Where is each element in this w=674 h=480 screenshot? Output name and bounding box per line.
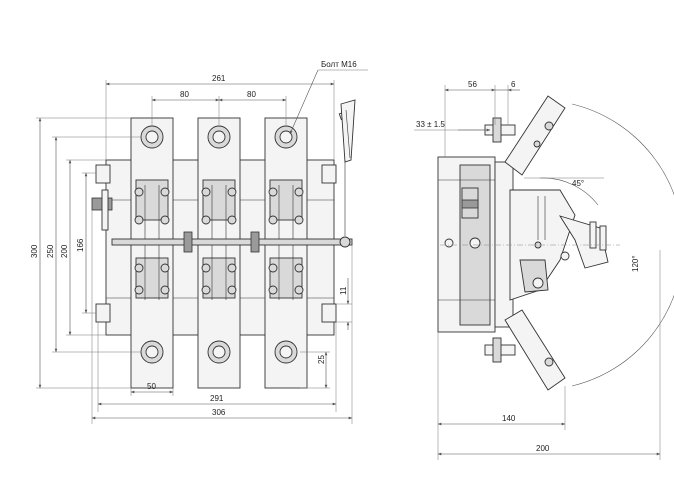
dim-25: 25 bbox=[317, 355, 326, 364]
dim-140: 140 bbox=[502, 414, 516, 423]
arc-120 bbox=[571, 103, 674, 387]
dim-261: 261 bbox=[212, 74, 226, 83]
dim-11: 11 bbox=[339, 286, 348, 295]
pole-bar-left bbox=[130, 117, 174, 389]
dim-200-side: 200 bbox=[536, 444, 550, 453]
dim-50: 50 bbox=[147, 382, 156, 391]
upper-arm bbox=[484, 95, 566, 176]
dim-6: 6 bbox=[511, 80, 516, 89]
lower-arm bbox=[484, 309, 566, 391]
dim-166: 166 bbox=[76, 238, 85, 252]
dim-80-right: 80 bbox=[247, 90, 256, 99]
angle-120: 120° bbox=[631, 255, 640, 272]
pole-bar-right bbox=[264, 117, 308, 389]
dim-200: 200 bbox=[60, 244, 69, 258]
dim-33: 33 ± 1.5 bbox=[416, 120, 445, 129]
dim-56: 56 bbox=[468, 80, 477, 89]
side-brackets bbox=[91, 164, 351, 323]
dim-80-left: 80 bbox=[180, 90, 189, 99]
front-view: 261 80 80 Болт М16 300 250 bbox=[30, 60, 368, 424]
dim-300: 300 bbox=[30, 244, 39, 258]
angle-45: 45° bbox=[572, 179, 584, 188]
side-view: 45° 120° 56 6 33 ± 1.5 140 200 bbox=[414, 80, 674, 460]
front-dimensions: 261 80 80 Болт М16 300 250 bbox=[30, 60, 368, 424]
bolt-label: Болт М16 bbox=[321, 60, 357, 69]
bottom-terminal-bolts bbox=[140, 340, 298, 364]
dim-250: 250 bbox=[46, 244, 55, 258]
drive-shaft bbox=[111, 238, 353, 246]
operating-handle bbox=[338, 99, 356, 236]
hex-nuts bbox=[134, 187, 304, 295]
dim-306: 306 bbox=[212, 408, 226, 417]
dim-291: 291 bbox=[210, 394, 224, 403]
